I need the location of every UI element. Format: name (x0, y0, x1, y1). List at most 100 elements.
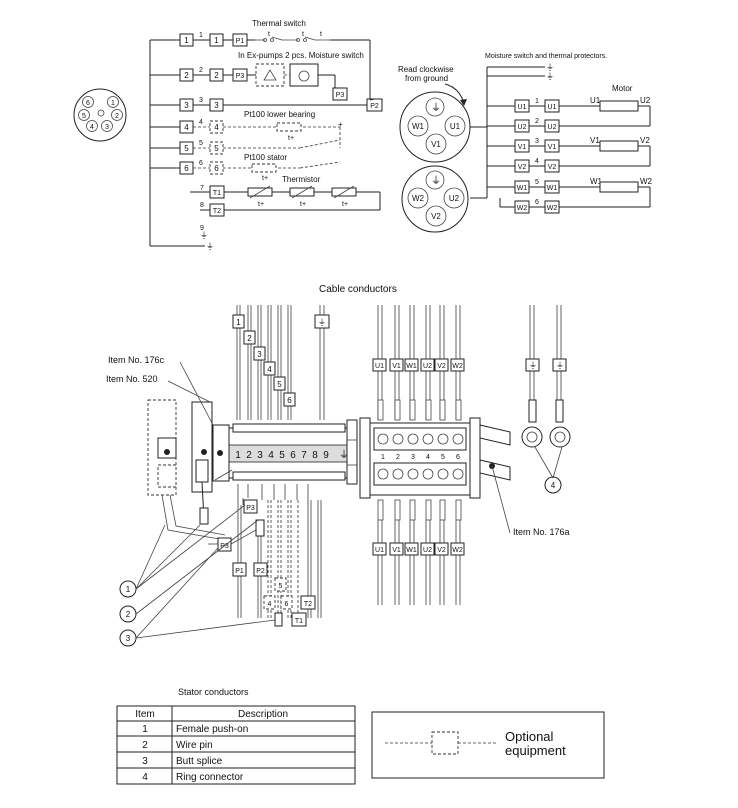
wire-label: 4 (268, 601, 272, 608)
t-plus: t+ (342, 201, 348, 208)
stator-conductors-title: Stator conductors (178, 687, 249, 697)
callout-2: 2 (126, 610, 131, 619)
wire-number: 1 (199, 32, 203, 39)
pin-label: 1 (111, 100, 115, 107)
svg-text:⏚: ⏚ (431, 175, 441, 187)
pin-label: 2 (115, 113, 119, 120)
item-520-label: Item No. 520 (106, 374, 158, 384)
control-plug (73, 88, 127, 142)
t-plus: t+ (262, 175, 268, 182)
terminal-u1: U1 (518, 104, 527, 111)
svg-text:⏚: ⏚ (556, 361, 564, 370)
cable-conductors-title: Cable conductors (319, 284, 397, 295)
thermistor-label: Thermistor (282, 175, 321, 184)
svg-text:t: t (302, 31, 304, 38)
legend-equipment: equipment (505, 743, 566, 758)
callouts-left: 1 2 3 (119, 504, 276, 647)
winding-w1: W1 (590, 177, 603, 186)
wire-label-p1: P1 (235, 568, 244, 575)
wire-label: 5 (279, 583, 283, 590)
wire-number: 3 (535, 138, 539, 145)
svg-text:t: t (320, 31, 322, 38)
callout-3: 3 (126, 634, 131, 643)
terminal-w2: W2 (517, 205, 528, 212)
terminal-strip-right: 1 2 3 4 5 6 (359, 417, 511, 499)
terminal-4: 4 (214, 123, 219, 132)
wire-label-p3: P3 (220, 543, 229, 550)
strip-number: 1 (235, 450, 241, 461)
wire-number: 9 (200, 225, 204, 232)
plug-v1: V1 (431, 140, 441, 149)
svg-text:t: t (268, 31, 270, 38)
svg-text:⏚: ⏚ (339, 449, 349, 461)
winding-v2: V2 (640, 136, 650, 145)
terminal-u2: U2 (518, 124, 527, 131)
plug-u2: U2 (449, 194, 460, 203)
terminal-w2: W2 (547, 205, 558, 212)
motor-schematic: Read clockwise from ground Moisture swit… (398, 53, 653, 233)
strip-number: 5 (279, 450, 285, 461)
wire-label: 6 (285, 601, 289, 608)
strip-number: 4 (268, 450, 274, 461)
terminal-w1: W1 (547, 185, 558, 192)
moisture-switch-label: In Ex-pumps 2 pcs. Moisture switch (238, 51, 364, 60)
wire-label-t2: T2 (304, 601, 312, 608)
callout-4: 4 (551, 481, 556, 490)
wire-number: 6 (199, 160, 203, 167)
phase-label: U1 (375, 363, 384, 370)
svg-text:⏚: ⏚ (546, 63, 554, 72)
terminal-v2: V2 (518, 164, 527, 171)
table-row: 3 Butt splice (142, 756, 222, 767)
terminal-strip-left: 1 2 3 4 5 6 7 8 9 ⏚ (212, 419, 358, 485)
wire-label-t1: T1 (295, 618, 303, 625)
wire-number: 2 (199, 67, 203, 74)
terminal-1: 1 (184, 36, 189, 45)
svg-text:⏚: ⏚ (318, 318, 326, 327)
wire-number: 5 (535, 179, 539, 186)
pin-label: 5 (82, 113, 86, 120)
cable-label: 1 (236, 318, 241, 327)
table-row: 1 Female push-on (142, 724, 248, 735)
terminal-u2: U2 (548, 124, 557, 131)
terminal-p1: P1 (236, 38, 245, 45)
strip-number: 6 (456, 454, 460, 461)
wire-number: 4 (535, 158, 539, 165)
terminal-6: 6 (214, 164, 219, 173)
optional-equipment-legend: Optional equipment (371, 711, 605, 779)
terminal-6: 6 (184, 164, 189, 173)
t-plus: t+ (300, 201, 306, 208)
phase-label: W1 (406, 547, 417, 554)
phase-label: V1 (392, 547, 401, 554)
wire-number: 6 (535, 199, 539, 206)
terminal-3: 3 (214, 101, 219, 110)
item-176c-label: Item No. 176c (108, 355, 165, 365)
strip-number: 2 (396, 454, 400, 461)
cable-label: 4 (267, 365, 272, 374)
plug-v2: V2 (431, 212, 441, 221)
dashed-bracket (147, 399, 233, 541)
wire-number: 8 (200, 202, 204, 209)
cable-label: 5 (277, 380, 282, 389)
svg-text:⏚: ⏚ (206, 242, 214, 251)
winding-u2: U2 (640, 96, 651, 105)
bottom-control-wires: P3 P3 P1 P2 5 4 6 T2 T1 (208, 484, 322, 627)
terminal-5: 5 (184, 144, 189, 153)
terminal-t2: T2 (213, 208, 221, 215)
pin-label: 3 (105, 124, 109, 131)
strip-number: 2 (246, 450, 252, 461)
phase-stubs (377, 399, 462, 521)
svg-text:⏚: ⏚ (529, 361, 537, 370)
t-plus: t+ (258, 201, 264, 208)
phase-label: W2 (452, 547, 463, 554)
wire-number: 2 (535, 118, 539, 125)
svg-text:+: + (338, 120, 343, 129)
table-row: 4 Ring connector (142, 772, 244, 783)
cable-label: 6 (287, 396, 292, 405)
pt100-bearing-label: Pt100 lower bearing (244, 110, 315, 119)
plug-w1: W1 (412, 122, 425, 131)
motor-terminals: U1 1 U1 U2 2 U2 V1 3 V1 V2 4 V2 W1 5 W1 … (487, 98, 560, 214)
winding-u1: U1 (590, 96, 601, 105)
table-header-item: Item (135, 709, 154, 720)
terminal-v2: V2 (548, 164, 557, 171)
terminal-5: 5 (214, 144, 219, 153)
